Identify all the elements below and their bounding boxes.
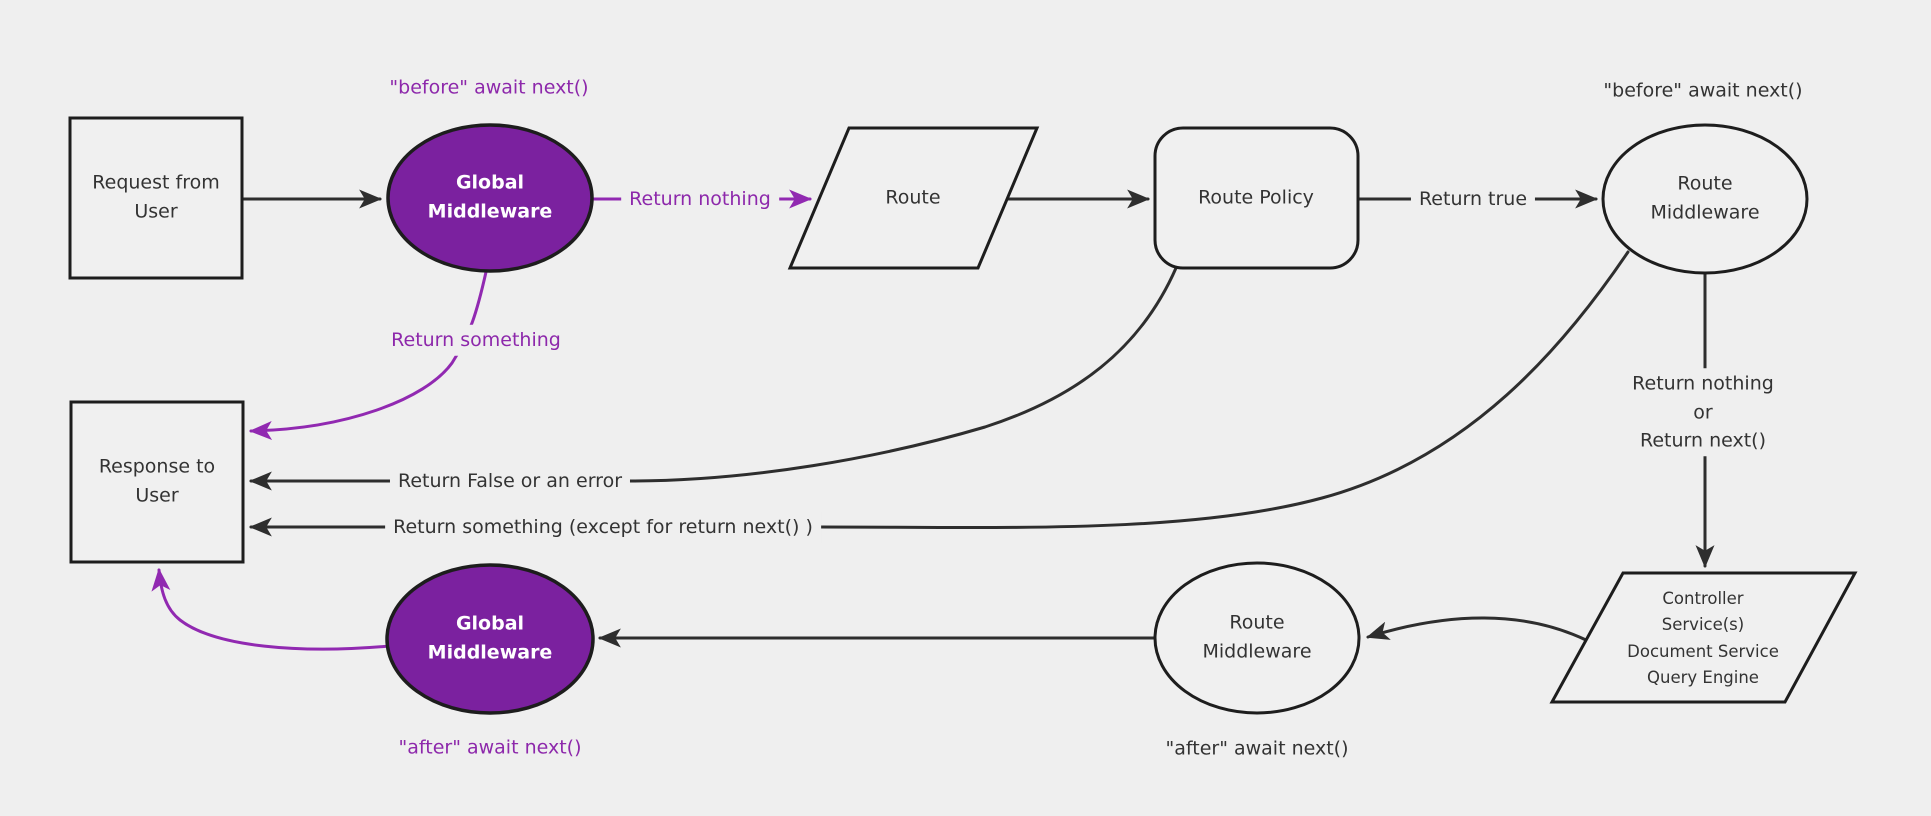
controller-services-node	[1549, 571, 1858, 704]
edge-return-something-except-to-response	[249, 250, 1630, 537]
route-middleware-top-node	[1601, 123, 1809, 275]
global-middleware-top-node	[386, 123, 594, 273]
request-from-user-node	[68, 116, 244, 280]
edge-return-something-to-response	[249, 270, 488, 441]
edge-controller-to-route-middleware-bottom	[1366, 616, 1590, 643]
global-middleware-bottom-node	[385, 563, 595, 715]
response-to-user-node	[69, 400, 245, 564]
edge-return-false-to-response	[249, 266, 1178, 491]
route-policy-node	[1153, 126, 1360, 270]
edge-global-middleware-bottom-to-response	[151, 568, 392, 651]
route-node	[787, 126, 1040, 270]
route-middleware-bottom-node	[1153, 561, 1361, 715]
